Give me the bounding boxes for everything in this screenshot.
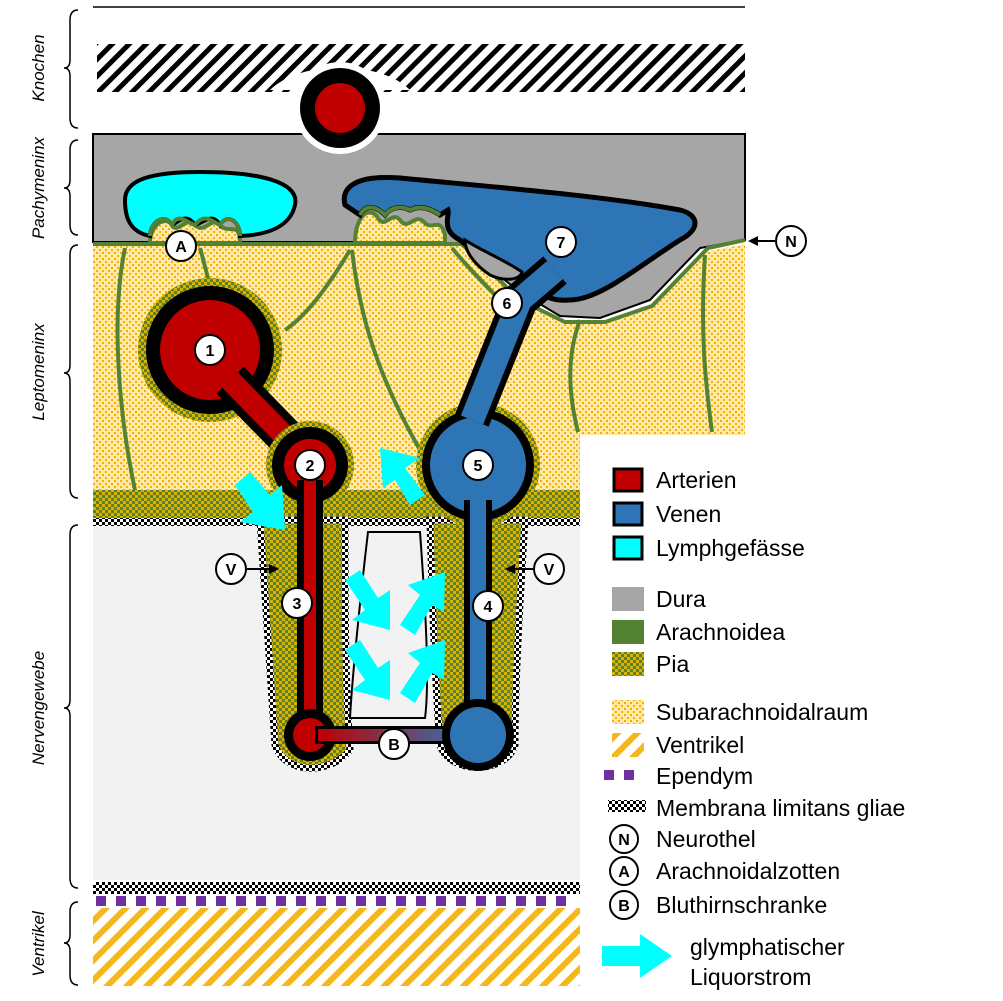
- svg-text:1: 1: [206, 343, 215, 360]
- marker-6: 6: [492, 288, 522, 318]
- svg-text:A: A: [175, 239, 187, 256]
- layer-label-pachymeninx: Pachymeninx: [29, 136, 48, 239]
- svg-text:Venen: Venen: [656, 501, 721, 527]
- svg-text:6: 6: [503, 296, 512, 313]
- marker-n: N: [748, 226, 806, 256]
- marker-4: 4: [473, 591, 503, 621]
- svg-text:glymphatischer: glymphatischer: [690, 934, 845, 960]
- bone-artery: [294, 62, 386, 154]
- svg-text:Membrana limitans gliae: Membrana limitans gliae: [656, 795, 905, 821]
- svg-text:V: V: [544, 562, 555, 579]
- layer-label-knochen: Knochen: [29, 34, 48, 101]
- svg-text:7: 7: [557, 235, 566, 252]
- legend-arterien: Arterien: [614, 467, 737, 493]
- marker-b: B: [379, 729, 409, 759]
- marker-5: 5: [463, 450, 493, 480]
- svg-text:N: N: [785, 234, 797, 251]
- marker-1: 1: [195, 335, 225, 365]
- legend-neurothel: N Neurothel: [610, 825, 756, 853]
- svg-text:B: B: [388, 737, 400, 754]
- svg-text:Arachnoidalzotten: Arachnoidalzotten: [656, 858, 840, 884]
- svg-text:Arachnoidea: Arachnoidea: [656, 619, 785, 645]
- svg-text:Ependym: Ependym: [656, 763, 753, 789]
- svg-text:4: 4: [484, 599, 493, 616]
- svg-text:Dura: Dura: [656, 586, 706, 612]
- svg-text:Subarachnoidalraum: Subarachnoidalraum: [656, 699, 868, 725]
- svg-text:Arterien: Arterien: [656, 467, 737, 493]
- layer-braces: [64, 10, 78, 985]
- legend-ventrikel: Ventrikel: [612, 732, 744, 758]
- marker-a: A: [166, 231, 196, 261]
- legend-venen: Venen: [614, 501, 721, 527]
- ventricle: [93, 908, 580, 986]
- bone-layer: [93, 7, 745, 92]
- svg-text:Ventrikel: Ventrikel: [656, 732, 744, 758]
- layer-label-nervengewebe: Nervengewebe: [29, 651, 48, 765]
- svg-text:Pia: Pia: [656, 651, 689, 677]
- layer-label-leptomeninx: Leptomeninx: [29, 323, 48, 421]
- svg-text:N: N: [618, 832, 630, 849]
- marker-2: 2: [295, 450, 325, 480]
- legend-arachnoidea: Arachnoidea: [612, 619, 785, 645]
- svg-text:2: 2: [306, 458, 315, 475]
- svg-text:Neurothel: Neurothel: [656, 826, 756, 852]
- svg-text:B: B: [618, 898, 630, 915]
- legend: Arterien Venen Lymphgefässe Dura Arachno…: [582, 436, 1003, 996]
- marker-3: 3: [282, 588, 312, 618]
- marker-7: 7: [546, 227, 576, 257]
- layer-label-ventrikel: Ventrikel: [29, 910, 48, 977]
- svg-text:Lymphgefässe: Lymphgefässe: [656, 535, 805, 561]
- svg-text:3: 3: [293, 596, 302, 613]
- svg-text:5: 5: [474, 458, 483, 475]
- legend-lymph: Lymphgefässe: [614, 535, 805, 561]
- glia-limitans-bottom: [93, 882, 580, 894]
- svg-text:V: V: [226, 562, 237, 579]
- svg-text:Bluthirnschranke: Bluthirnschranke: [656, 892, 827, 918]
- svg-text:A: A: [618, 864, 630, 881]
- svg-text:Liquorstrom: Liquorstrom: [690, 964, 811, 990]
- legend-dura: Dura: [612, 586, 706, 612]
